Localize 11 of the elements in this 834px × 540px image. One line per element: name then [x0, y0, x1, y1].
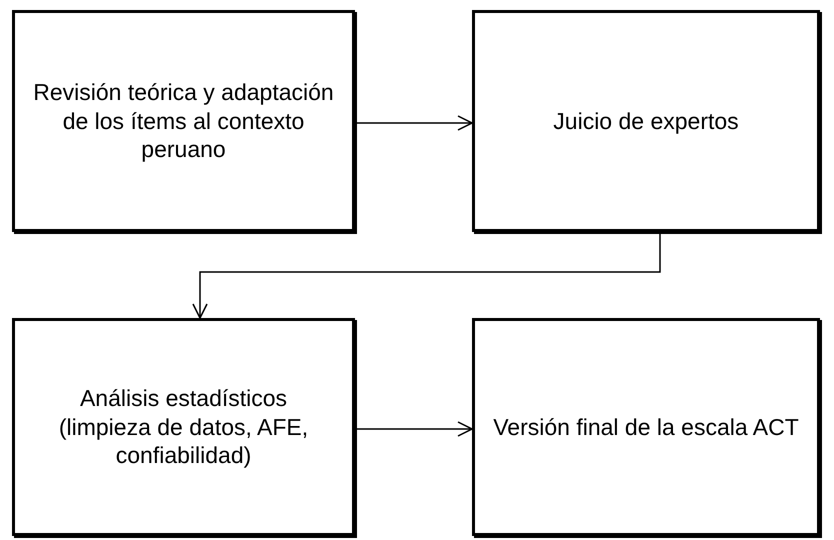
process-box — [472, 318, 820, 536]
arrow — [357, 115, 473, 131]
arrow — [192, 234, 661, 319]
arrow — [357, 421, 473, 437]
box-text: Revisión teórica y adaptación de los ítems al contexto peruano — [32, 78, 335, 164]
box-text: Versión final de la escala ACT — [493, 412, 799, 442]
process-box — [12, 318, 355, 536]
process-box — [472, 10, 820, 232]
box-text: Juicio de expertos — [553, 106, 739, 136]
process-box — [12, 10, 355, 232]
box-text: Análisis estadísticos (limpieza de datos, AFE, confiabilidad) — [58, 384, 310, 470]
